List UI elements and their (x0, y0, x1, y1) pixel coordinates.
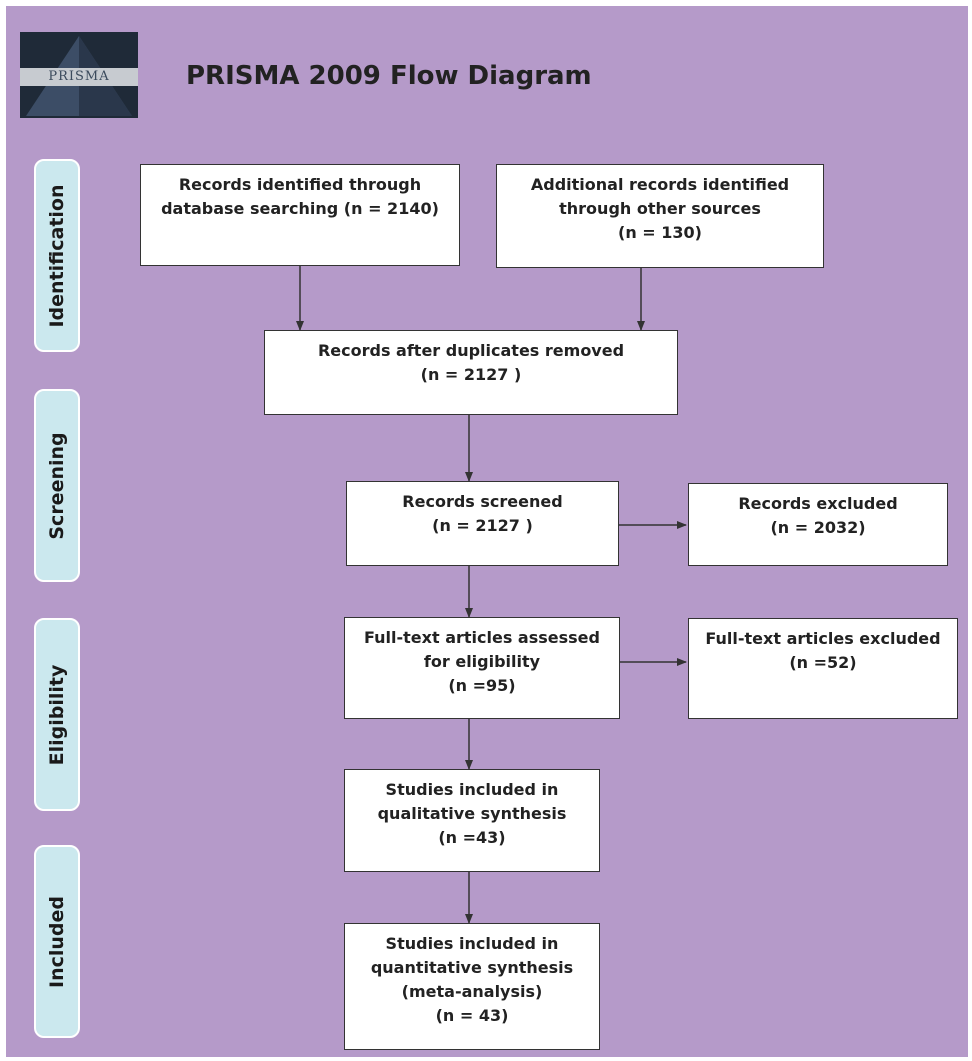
box-line: (meta-analysis) (401, 982, 543, 1001)
box-other-sources: Additional records identified through ot… (496, 164, 824, 268)
box-line: for eligibility (423, 652, 541, 671)
box-line: (n = 2127 ) (420, 365, 522, 384)
box-line: (n = 43) (435, 1006, 509, 1025)
stage-identification: Identification (34, 159, 80, 352)
box-line: qualitative synthesis (377, 804, 567, 823)
page-title: PRISMA 2009 Flow Diagram (186, 61, 592, 91)
flow-arrows (296, 266, 687, 924)
diagram-canvas: PRISMA PRISMA 2009 Flow Diagram Identifi… (6, 6, 968, 1057)
box-line: (n =95) (448, 676, 516, 695)
box-line: Records screened (402, 492, 563, 511)
box-line: (n = 130) (618, 223, 702, 242)
box-line: Full-text articles excluded (705, 629, 941, 648)
box-line: Full-text articles assessed (364, 628, 600, 647)
box-records-excluded: Records excluded (n = 2032) (688, 483, 948, 566)
box-line: through other sources (559, 199, 761, 218)
box-line: Records after duplicates removed (317, 341, 625, 360)
stage-included: Included (34, 845, 80, 1038)
stage-screening: Screening (34, 389, 80, 582)
box-quantitative-synthesis: Studies included in quantitative synthes… (344, 923, 600, 1050)
prisma-logo: PRISMA (20, 32, 138, 118)
box-line: (n =52) (789, 653, 857, 672)
box-line: Studies included in (385, 780, 559, 799)
box-duplicates-removed: Records after duplicates removed (n = 21… (264, 330, 678, 415)
box-line: (n = 2032) (770, 518, 866, 537)
box-database-search: Records identified through database sear… (140, 164, 460, 266)
prisma-logo-text: PRISMA (20, 68, 138, 86)
box-fulltext-excluded: Full-text articles excluded (n =52) (688, 618, 958, 719)
box-records-screened: Records screened (n = 2127 ) (346, 481, 619, 566)
box-line: quantitative synthesis (370, 958, 574, 977)
box-line: Records excluded (738, 494, 898, 513)
box-fulltext-assessed: Full-text articles assessed for eligibil… (344, 617, 620, 719)
box-line: Additional records identified (530, 175, 790, 194)
box-line: (n =43) (438, 828, 506, 847)
box-line: Studies included in (385, 934, 559, 953)
box-qualitative-synthesis: Studies included in qualitative synthesi… (344, 769, 600, 872)
box-line: (n = 2127 ) (432, 516, 533, 535)
box-line: database searching (n = 2140) (161, 199, 439, 218)
stage-eligibility: Eligibility (34, 618, 80, 811)
box-line: Records identified through (178, 175, 422, 194)
